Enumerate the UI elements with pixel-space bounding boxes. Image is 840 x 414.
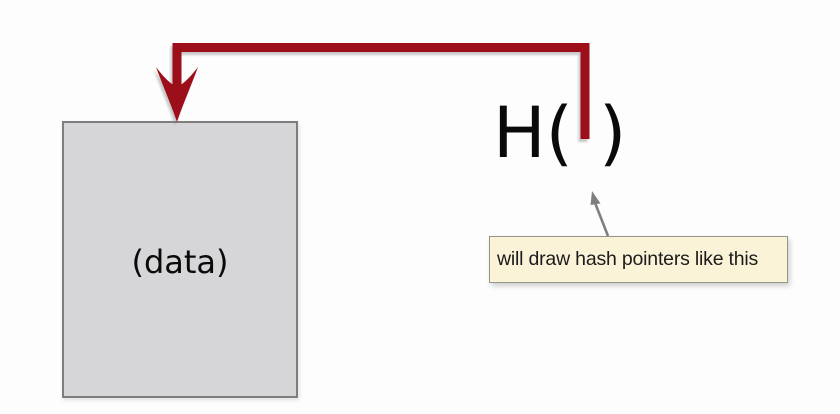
tooltip-arrow-line	[594, 203, 610, 237]
tooltip-pointer-arrow	[590, 191, 610, 237]
tooltip-arrowhead	[590, 191, 601, 205]
data-block: (data)	[62, 121, 298, 398]
tooltip-callout: will draw hash pointers like this	[489, 236, 788, 283]
hash-pointer-arrowhead	[156, 67, 198, 122]
tooltip-text: will draw hash pointers like this	[497, 248, 759, 270]
hash-function-open: H(	[493, 92, 573, 174]
hash-function-label: H()	[493, 96, 626, 171]
hash-function-close: )	[598, 92, 627, 174]
data-block-label: (data)	[131, 242, 229, 281]
